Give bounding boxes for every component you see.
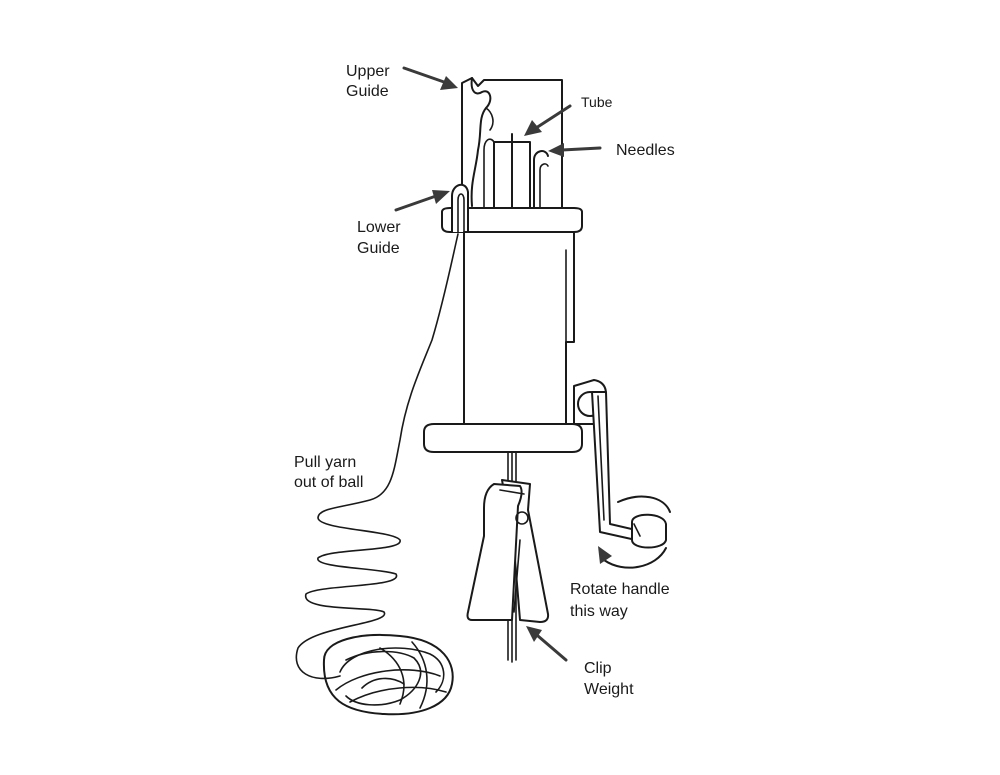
upper-guide-label: Upper Guide [346, 63, 394, 100]
needles-arrow [548, 143, 602, 157]
clip-weight-icon [466, 479, 550, 623]
tube-label: Tube [581, 94, 613, 110]
yarn-path [295, 233, 459, 680]
lower-guide-arrow [394, 190, 450, 212]
lower-guide-label: Lower Guide [357, 219, 405, 257]
clip-weight-label: Clip Weight [584, 660, 634, 698]
yarn-ball-icon [322, 634, 454, 716]
upper-guide-arrow [402, 66, 458, 90]
rotate-arrow [598, 495, 671, 569]
clip-arrow [526, 626, 568, 662]
tube-arrow [524, 104, 572, 136]
knitting-machine-icon [423, 77, 667, 663]
rotate-handle-label: Rotate handle this way [570, 581, 674, 620]
needles-label: Needles [616, 142, 675, 159]
pull-yarn-label: Pull yarn out of ball [294, 454, 363, 491]
